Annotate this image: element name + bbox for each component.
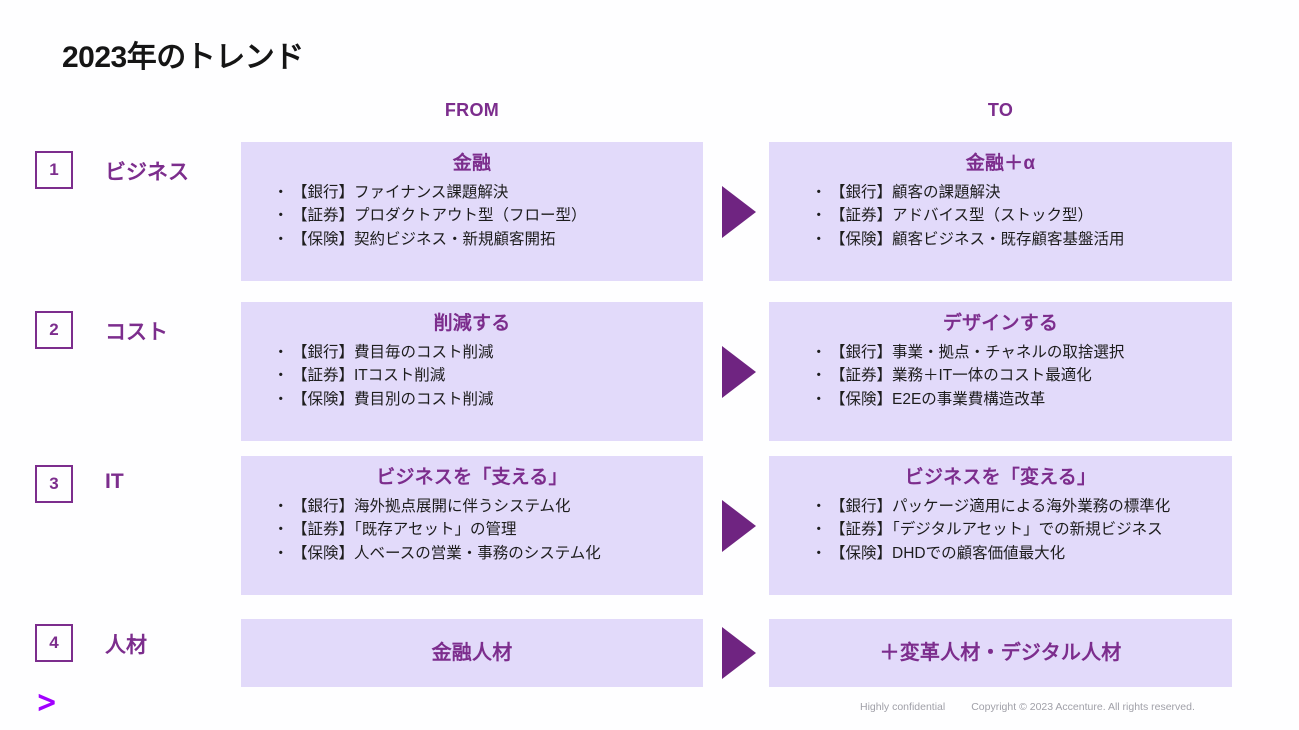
trend-row-business: 1 ビジネス 金融 【銀行】ファイナンス課題解決 【証券】プロダクトアウト型（フ… [0, 142, 1299, 281]
to-panel: ビジネスを「変える」 【銀行】パッケージ適用による海外業務の標準化 【証券】「デ… [769, 456, 1232, 595]
list-item: 【銀行】事業・拠点・チャネルの取捨選択 [811, 341, 1222, 365]
row-category-label: IT [105, 470, 124, 493]
list-item: 【証券】「既存アセット」の管理 [273, 518, 693, 542]
to-panel-title: 金融＋α [965, 153, 1036, 174]
trend-row-it: 3 IT ビジネスを「支える」 【銀行】海外拠点展開に伴うシステム化 【証券】「… [0, 456, 1299, 595]
from-bullet-list: 【銀行】費目毎のコスト削減 【証券】ITコスト削減 【保険】費目別のコスト削減 [241, 341, 703, 412]
column-header-to: TO [987, 100, 1014, 120]
transition-arrow-icon [722, 186, 756, 238]
copyright-label: Copyright © 2023 Accenture. All rights r… [971, 701, 1195, 713]
from-panel: 削減する 【銀行】費目毎のコスト削減 【証券】ITコスト削減 【保険】費目別のコ… [241, 302, 703, 441]
list-item: 【保険】DHDでの顧客価値最大化 [811, 542, 1222, 566]
from-bullet-list: 【銀行】海外拠点展開に伴うシステム化 【証券】「既存アセット」の管理 【保険】人… [241, 495, 703, 566]
row-number-badge: 1 [35, 151, 73, 189]
list-item: 【保険】顧客ビジネス・既存顧客基盤活用 [811, 228, 1222, 252]
from-panel-title: 削減する [433, 313, 511, 334]
list-item: 【保険】E2Eの事業費構造改革 [811, 388, 1222, 412]
list-item: 【保険】人ベースの営業・事務のシステム化 [273, 542, 693, 566]
to-panel: 金融＋α 【銀行】顧客の課題解決 【証券】アドバイス型（ストック型） 【保険】顧… [769, 142, 1232, 281]
from-panel: ビジネスを「支える」 【銀行】海外拠点展開に伴うシステム化 【証券】「既存アセッ… [241, 456, 703, 595]
from-panel: 金融人材 [241, 619, 703, 687]
transition-arrow-icon [722, 346, 756, 398]
to-panel-title: デザインする [942, 313, 1059, 334]
list-item: 【保険】契約ビジネス・新規顧客開拓 [273, 228, 693, 252]
row-category-label: コスト [105, 321, 168, 344]
list-item: 【証券】「デジタルアセット」での新規ビジネス [811, 518, 1222, 542]
column-header-from: FROM [444, 100, 500, 120]
to-panel: ＋変革人材・デジタル人材 [769, 619, 1232, 687]
from-bullet-list: 【銀行】ファイナンス課題解決 【証券】プロダクトアウト型（フロー型） 【保険】契… [241, 181, 703, 252]
list-item: 【銀行】ファイナンス課題解決 [273, 181, 693, 205]
page-title: 2023年のトレンド [62, 41, 304, 74]
list-item: 【銀行】海外拠点展開に伴うシステム化 [273, 495, 693, 519]
list-item: 【証券】業務＋IT一体のコスト最適化 [811, 364, 1222, 388]
trend-row-cost: 2 コスト 削減する 【銀行】費目毎のコスト削減 【証券】ITコスト削減 【保険… [0, 302, 1299, 441]
to-bullet-list: 【銀行】顧客の課題解決 【証券】アドバイス型（ストック型） 【保険】顧客ビジネス… [769, 181, 1232, 252]
trend-row-talent: 4 人材 金融人材 ＋変革人材・デジタル人材 [0, 619, 1299, 687]
to-bullet-list: 【銀行】事業・拠点・チャネルの取捨選択 【証券】業務＋IT一体のコスト最適化 【… [769, 341, 1232, 412]
list-item: 【銀行】パッケージ適用による海外業務の標準化 [811, 495, 1222, 519]
row-number-badge: 3 [35, 465, 73, 503]
list-item: 【銀行】費目毎のコスト削減 [273, 341, 693, 365]
row-number-badge: 2 [35, 311, 73, 349]
list-item: 【証券】プロダクトアウト型（フロー型） [273, 204, 693, 228]
list-item: 【保険】費目別のコスト削減 [273, 388, 693, 412]
to-panel: デザインする 【銀行】事業・拠点・チャネルの取捨選択 【証券】業務＋IT一体のコ… [769, 302, 1232, 441]
to-panel-title: ビジネスを「変える」 [904, 467, 1097, 488]
confidentiality-label: Highly confidential [860, 701, 946, 713]
from-panel-title: 金融人材 [431, 641, 513, 664]
footer: Highly confidential Copyright © 2023 Acc… [860, 701, 1220, 713]
row-number-badge: 4 [35, 624, 73, 662]
list-item: 【銀行】顧客の課題解決 [811, 181, 1222, 205]
to-bullet-list: 【銀行】パッケージ適用による海外業務の標準化 【証券】「デジタルアセット」での新… [769, 495, 1232, 566]
row-category-label: 人材 [105, 634, 147, 657]
from-panel-title: 金融 [452, 153, 492, 174]
from-panel-title: ビジネスを「支える」 [376, 467, 568, 488]
list-item: 【証券】ITコスト削減 [273, 364, 693, 388]
to-panel-title: ＋変革人材・デジタル人材 [879, 641, 1122, 664]
transition-arrow-icon [722, 500, 756, 552]
row-category-label: ビジネス [105, 161, 189, 184]
transition-arrow-icon [722, 627, 756, 679]
from-panel: 金融 【銀行】ファイナンス課題解決 【証券】プロダクトアウト型（フロー型） 【保… [241, 142, 703, 281]
list-item: 【証券】アドバイス型（ストック型） [811, 204, 1222, 228]
accenture-greater-than-logo-icon: > [36, 685, 58, 720]
